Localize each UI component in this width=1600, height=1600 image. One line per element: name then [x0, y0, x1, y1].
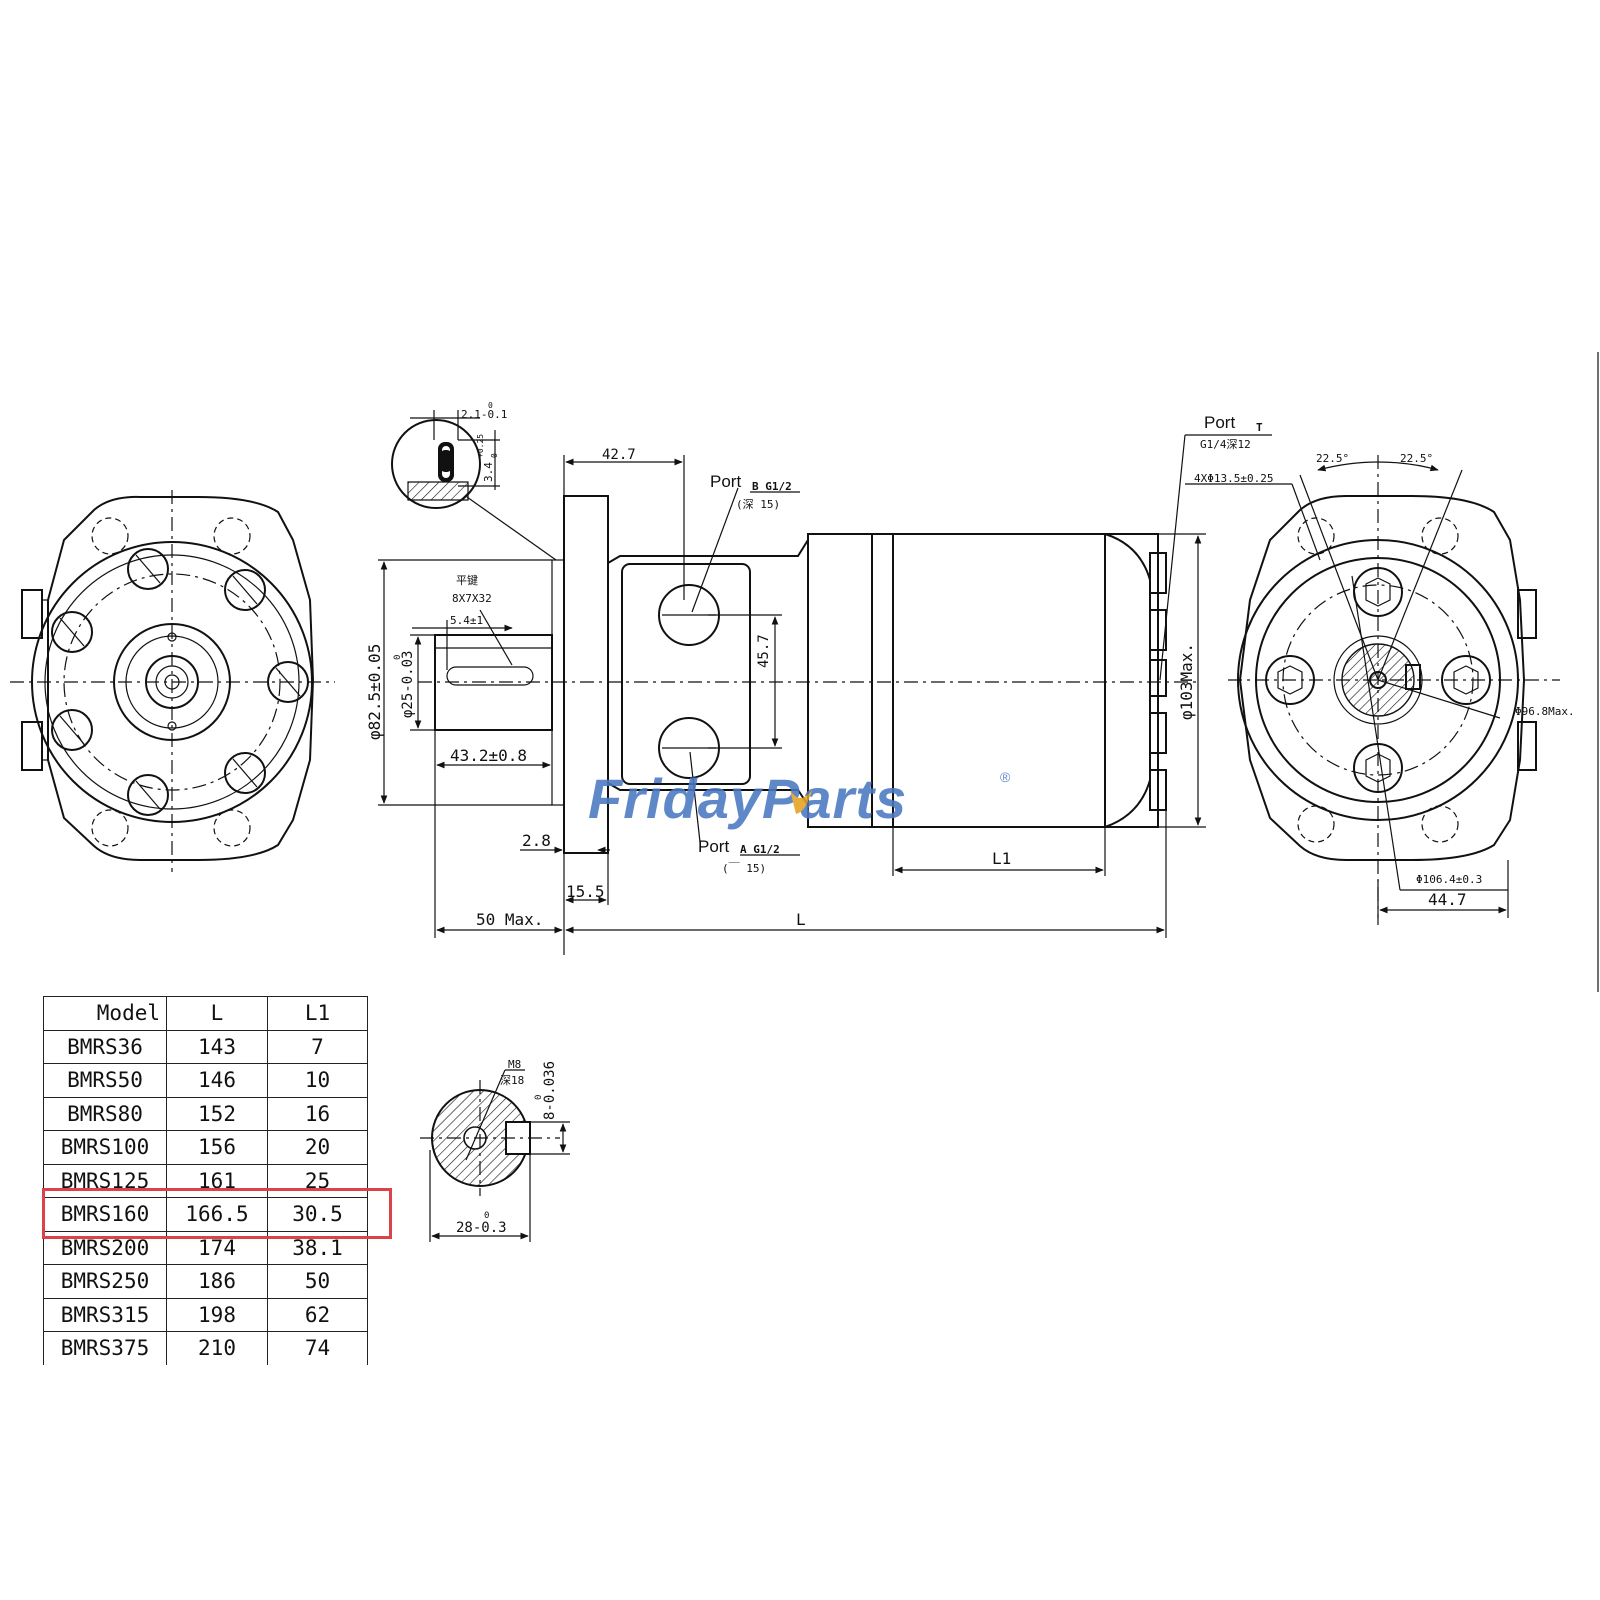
- cell-L1: 20: [267, 1130, 368, 1165]
- cell-model: BMRS250: [43, 1264, 167, 1299]
- dia-96-8: Φ96.8Max.: [1515, 705, 1575, 718]
- cell-L: 146: [166, 1063, 268, 1098]
- logo-text: FridayParts: [588, 767, 907, 830]
- port-t-sub: T: [1256, 421, 1263, 434]
- dim-50-max: 50 Max.: [476, 910, 543, 929]
- logo-registered-mark: ®: [1000, 769, 1011, 785]
- shaft-28-tol: 0: [484, 1211, 489, 1221]
- port-a-depth: (￣ 15): [722, 861, 766, 875]
- cell-L1: 74: [267, 1331, 368, 1365]
- port-a-label: Port: [698, 837, 729, 856]
- key-offset: 5.4±1: [450, 614, 483, 627]
- col-header-L: L: [166, 996, 268, 1031]
- cell-L: 186: [166, 1264, 268, 1299]
- dim-L: L: [796, 910, 806, 929]
- dim-2-8: 2.8: [522, 831, 551, 850]
- dim-shaft-length: 43.2±0.8: [450, 746, 527, 765]
- col-header-L1: L1: [267, 996, 368, 1031]
- dim-15-5: 15.5: [566, 882, 605, 901]
- seal-detail-view: 2.1-0.1 0 3.4 +0.25 0: [391, 401, 557, 561]
- right-end-view: [1185, 455, 1560, 925]
- dia-106-4: Φ106.4±0.3: [1416, 873, 1482, 886]
- detail-width-tol: 0: [488, 401, 493, 410]
- cell-L: 156: [166, 1130, 268, 1165]
- cell-model: BMRS160: [43, 1197, 167, 1232]
- shaft-28: 28-0.3: [456, 1220, 507, 1236]
- cell-model: BMRS100: [43, 1130, 167, 1165]
- left-bolt-holes: [51, 517, 309, 847]
- detail-height-tol: +0.25: [476, 434, 485, 458]
- thread-depth: 深18: [500, 1074, 524, 1087]
- cell-L1: 50: [267, 1264, 368, 1299]
- cell-model: BMRS315: [43, 1297, 167, 1332]
- cell-model: BMRS80: [43, 1096, 167, 1131]
- side-view: [418, 495, 1200, 854]
- cell-L1: 30.5: [267, 1197, 368, 1232]
- key-width-tol: 0: [534, 1095, 544, 1100]
- port-b-depth: (深 15): [736, 498, 780, 511]
- col-header-model: Model: [43, 996, 167, 1031]
- cell-L1: 25: [267, 1163, 368, 1198]
- cell-L: 210: [166, 1331, 268, 1365]
- cell-L: 152: [166, 1096, 268, 1131]
- detail-height-tol2: 0: [490, 453, 499, 458]
- port-t-label: Port: [1204, 413, 1235, 432]
- angle-1: 22.5°: [1316, 452, 1349, 465]
- key-width: 8-0.036: [542, 1061, 558, 1120]
- dim-L1: L1: [992, 849, 1011, 868]
- cell-model: BMRS375: [43, 1331, 167, 1365]
- cell-L1: 7: [267, 1029, 368, 1064]
- dim-body-diameter: φ103Max.: [1177, 643, 1196, 720]
- table-header-row: Model L L1: [43, 996, 368, 1031]
- cell-model: BMRS36: [43, 1029, 167, 1064]
- dim-44-7: 44.7: [1428, 890, 1467, 909]
- port-b-spec: B G1/2: [752, 480, 792, 493]
- port-t-spec: G1/4深12: [1200, 438, 1251, 451]
- dimension-lines: [378, 434, 1272, 955]
- dim-shaft-diameter: φ25-0.03: [400, 651, 416, 718]
- dim-42-7: 42.7: [602, 447, 636, 463]
- cell-L: 198: [166, 1297, 268, 1332]
- end-bolts: [1149, 552, 1167, 811]
- dim-pilot-diameter: φ82.5±0.05: [365, 644, 384, 740]
- thread-m8: M8: [508, 1058, 521, 1071]
- dim-shaft-tol: 0: [393, 655, 403, 660]
- detail-width-label: 2.1-0.1: [461, 408, 507, 421]
- fridayparts-logo: FridayParts ®: [588, 767, 1011, 830]
- left-front-view: [10, 490, 335, 872]
- cell-L1: 10: [267, 1063, 368, 1098]
- port-b-label: Port: [710, 472, 741, 491]
- detail-height-label: 3.4: [482, 462, 495, 482]
- shaft-section-view: [420, 1069, 570, 1242]
- highlight-box: [42, 1188, 392, 1239]
- holes-spec: 4XΦ13.5±0.25: [1194, 472, 1273, 485]
- port-a-spec: A G1/2: [740, 843, 780, 856]
- cell-model: BMRS50: [43, 1063, 167, 1098]
- cell-L: 143: [166, 1029, 268, 1064]
- flat-key-cn: 平键: [456, 573, 478, 587]
- dim-45-7: 45.7: [756, 634, 772, 668]
- cell-L: 166.5: [166, 1197, 268, 1232]
- flat-key-size: 8X7X32: [452, 592, 492, 605]
- cell-L1: 16: [267, 1096, 368, 1131]
- cell-L1: 62: [267, 1297, 368, 1332]
- angle-2: 22.5°: [1400, 452, 1433, 465]
